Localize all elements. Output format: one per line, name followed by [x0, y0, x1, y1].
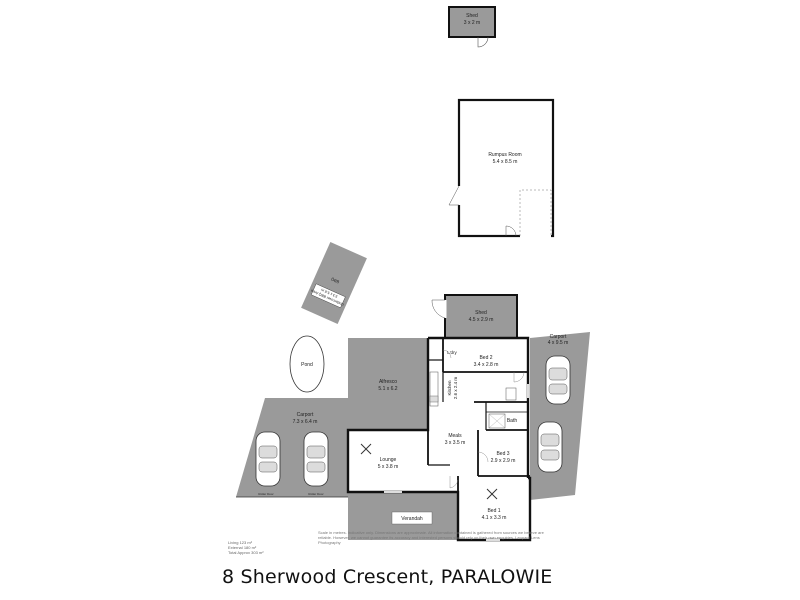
carport-right-name: Carport: [550, 334, 567, 340]
roller-door-label: Roller Door: [308, 492, 323, 496]
alfresco: Alfresco 5.1 x 6.2: [348, 338, 428, 430]
lounge-name: Lounge: [380, 457, 397, 463]
laundry-name: L'dry: [447, 350, 457, 355]
shed-small-size: 3 x 2 m: [464, 20, 480, 26]
external-area: External 180 m²: [228, 545, 257, 550]
living-area: Living 123 m²: [228, 540, 253, 545]
car-icon: [255, 431, 281, 487]
bbq-size: 3.3 x 5.6 m: [321, 288, 339, 299]
bed3-name: Bed 3: [496, 451, 509, 457]
bath-name: Bath: [507, 418, 518, 424]
meals-name: Meals: [448, 433, 462, 439]
rumpus-size: 5.4 x 8.5 m: [493, 159, 518, 165]
alfresco-size: 5.1 x 6.2: [378, 386, 397, 392]
carport-left-size: 7.3 x 6.4 m: [293, 419, 318, 425]
verandah-name: Verandah: [401, 516, 423, 522]
shed-mid-size: 4.5 x 2.9 m: [469, 317, 494, 323]
disclaimer-text: Scale in metres. Indicative only. Dimens…: [318, 530, 544, 545]
bed3-size: 2.9 x 2.9 m: [491, 458, 516, 464]
roller-door-label: Roller Door: [258, 492, 273, 496]
bed1-size: 4.1 x 3.3 m: [482, 515, 507, 521]
ceiling-fan-icon: [360, 443, 372, 455]
car-icon: [545, 355, 571, 405]
area-notes: Living 123 m² External 180 m² Total Appr…: [228, 540, 264, 555]
lounge-size: 5 x 3.8 m: [378, 464, 399, 470]
verandah: Verandah: [348, 492, 458, 540]
carport-right-size: 4 x 9.5 m: [548, 340, 569, 346]
pond: Pond: [289, 335, 325, 393]
carport-right: Carport 4 x 9.5 m: [530, 332, 590, 500]
carport-left: Carport 7.3 x 6.4 m Roller Door Roller D…: [236, 398, 348, 498]
alfresco-name: Alfresco: [379, 379, 397, 385]
car-icon: [537, 421, 563, 473]
bed2-name: Bed 2: [479, 355, 492, 361]
kitchen-name: Kitchen: [447, 380, 452, 396]
car-icon: [303, 431, 329, 487]
carport-left-name: Carport: [297, 412, 314, 418]
meals-size: 3 x 3.5 m: [445, 440, 466, 446]
shed-mid-name: Shed: [475, 310, 487, 316]
shed-small: Shed 3 x 2 m: [448, 6, 496, 48]
kitchen-size: 2.6 x 2.4 m: [453, 377, 458, 400]
bed1-name: Bed 1: [487, 508, 500, 514]
rumpus-name: Rumpus Room: [488, 152, 521, 158]
bed2-size: 3.4 x 2.8 m: [474, 362, 499, 368]
ceiling-fan-icon: [486, 488, 498, 500]
total-area: Total Approx 303 m²: [228, 550, 264, 555]
shed-small-name: Shed: [466, 13, 478, 19]
pond-name: Pond: [301, 362, 313, 368]
shed-mid: Shed 4.5 x 2.9 m: [431, 294, 518, 339]
rumpus-room: Rumpus Room 5.4 x 8.5 m: [448, 98, 555, 238]
bbq-tag: BBQ: [330, 277, 340, 285]
bbq-area: BBQ Undercover BBQ Area 3.3 x 5.6 m: [301, 241, 367, 325]
address-title: 8 Sherwood Crescent, PARALOWIE: [222, 566, 553, 588]
house: L'dry Bed 2 3.4 x 2.8 m Kitchen 2.6 x 2.…: [346, 336, 532, 542]
